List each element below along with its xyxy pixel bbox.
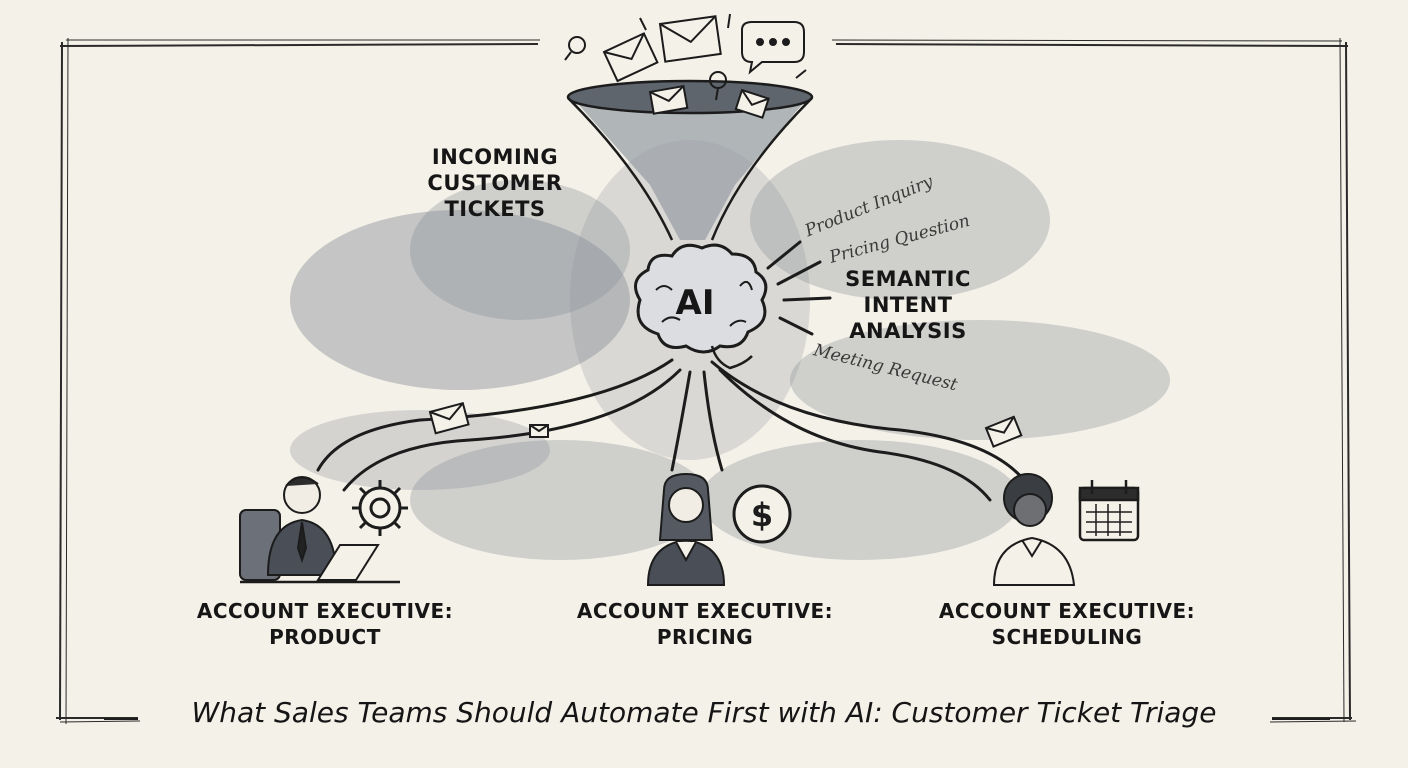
speech-bubble-icon [741,21,805,75]
incoming-tickets-label: INCOMING CUSTOMER TICKETS [427,145,563,221]
envelope-icon [658,15,722,63]
semantic-analysis-label: SEMANTIC INTENT ANALYSIS [845,267,971,343]
envelope-icon [602,32,659,83]
gear-icon [352,480,408,536]
executive-product-figure [239,476,400,584]
envelope-icon [734,88,770,119]
envelope-icon [529,424,549,438]
executive-product-label: ACCOUNT EXECUTIVE: PRODUCT [196,599,454,649]
envelope-icon [428,401,470,435]
envelope-icon [984,415,1023,448]
calendar-icon [1078,480,1140,542]
executive-pricing-figure [646,472,726,586]
dollar-icon: $ [732,484,792,544]
magnifier-icon [709,71,727,101]
ticket-funnel [566,79,814,241]
magnifier-icon [564,36,586,61]
svg-text:$: $ [751,496,773,534]
intent-rays [766,240,832,336]
frame-border [56,37,1357,725]
executive-scheduling-label: ACCOUNT EXECUTIVE: SCHEDULING [938,599,1196,649]
routed-tickets [428,401,1023,448]
executive-scheduling-figure [992,473,1076,586]
ai-label: AI [675,283,715,323]
executive-pricing-label: ACCOUNT EXECUTIVE: PRICING [576,599,834,649]
diagram-title: What Sales Teams Should Automate First w… [191,696,1217,729]
routing-paths [316,358,1026,502]
ai-brain-icon [634,243,768,370]
watercolor-wash [290,140,1170,560]
incoming-tickets [564,13,807,119]
envelope-icon [648,84,689,115]
